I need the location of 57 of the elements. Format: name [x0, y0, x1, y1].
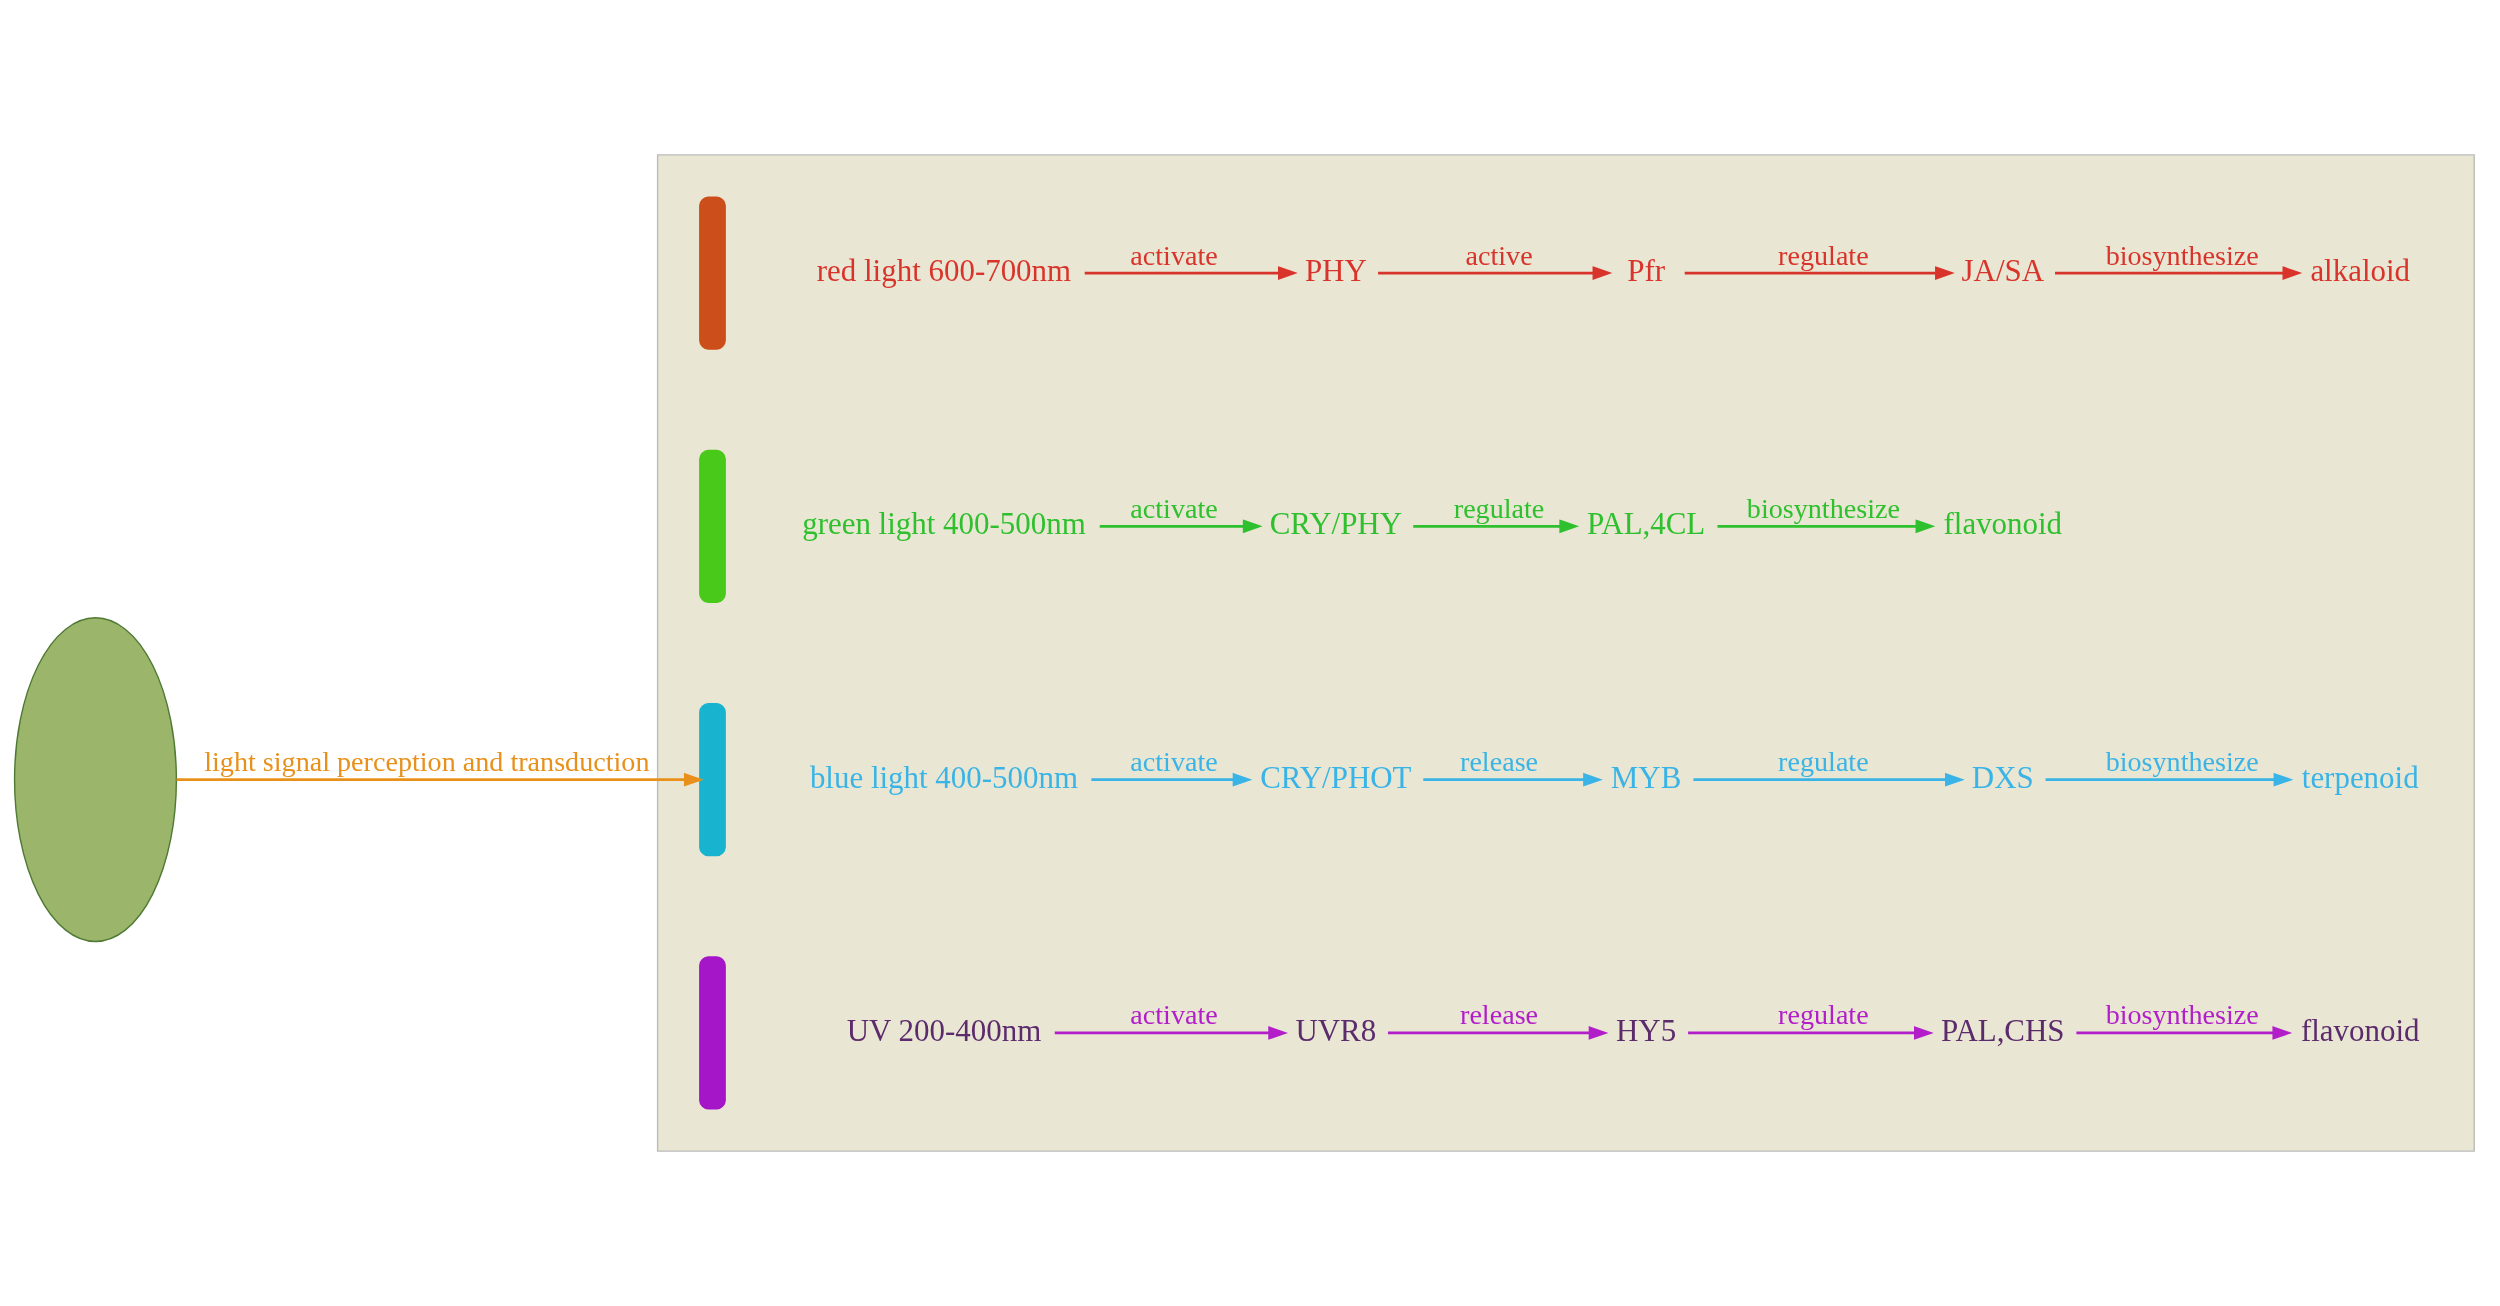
- arrow: [176, 772, 704, 787]
- edge-label: light signal perception and transduction: [204, 746, 650, 778]
- node-text: blue light 400-500nm: [809, 759, 1079, 795]
- edge-label: biosynthesize: [1746, 492, 1900, 524]
- node-text: flavonoid: [2300, 1012, 2420, 1048]
- node-text: UVR8: [1295, 1012, 1377, 1048]
- arrow: [1684, 266, 1955, 280]
- arrow: [1693, 772, 1965, 787]
- edge-label: biosynthesize: [2105, 746, 2259, 778]
- edge-label: active: [1465, 239, 1533, 271]
- node-text: DXS: [1971, 759, 2034, 795]
- node-leaf: [13, 617, 178, 943]
- edge-label: release: [1460, 999, 1539, 1031]
- node-text: PAL,4CL: [1586, 506, 1706, 542]
- arrow: [1378, 266, 1613, 280]
- arrow: [1054, 1026, 1288, 1040]
- node-text: UV 200-400nm: [846, 1012, 1042, 1048]
- edge-label: regulate: [1778, 239, 1869, 271]
- node-bar: [699, 449, 726, 604]
- arrow: [1423, 772, 1603, 787]
- node-bar: [699, 956, 726, 1110]
- node-text: terpenoid: [2301, 759, 2419, 795]
- cluster: [656, 154, 2475, 1152]
- edge-label: activate: [1130, 746, 1218, 778]
- edge-label: activate: [1130, 492, 1218, 524]
- arrow: [2076, 1026, 2293, 1040]
- edge-label: activate: [1130, 239, 1218, 271]
- edge-label: regulate: [1778, 999, 1869, 1031]
- node-text: red light 600-700nm: [816, 252, 1072, 288]
- node-bar: [699, 702, 726, 857]
- edge-label: biosynthesize: [2105, 999, 2259, 1031]
- node-bar: [699, 196, 726, 350]
- node-text: alkaloid: [2310, 252, 2411, 288]
- node-text: green light 400-500nm: [802, 506, 1086, 542]
- node-text: PAL,CHS: [1941, 1012, 2065, 1048]
- node-text: Pfr: [1627, 252, 1666, 288]
- edge-label: biosynthesize: [2105, 239, 2259, 271]
- arrow: [1388, 1026, 1609, 1040]
- arrow: [2045, 772, 2294, 787]
- node-text: flavonoid: [1943, 506, 2063, 542]
- node-text: PHY: [1304, 252, 1367, 288]
- arrow: [1084, 266, 1298, 280]
- arrow: [1091, 772, 1253, 787]
- edge-label: regulate: [1778, 746, 1869, 778]
- edge-label: release: [1460, 746, 1539, 778]
- arrow: [2055, 266, 2303, 280]
- node-text: MYB: [1610, 759, 1682, 795]
- edge-label: regulate: [1453, 492, 1545, 524]
- edge-label: activate: [1130, 999, 1218, 1031]
- node-text: HY5: [1616, 1012, 1677, 1048]
- arrow: [1413, 519, 1580, 534]
- arrow: [1688, 1026, 1934, 1040]
- node-text: CRY/PHY: [1269, 506, 1403, 542]
- arrow: [1717, 519, 1936, 534]
- node-text: JA/SA: [1961, 252, 2045, 288]
- arrow: [1099, 519, 1263, 534]
- node-text: CRY/PHOT: [1260, 759, 1412, 795]
